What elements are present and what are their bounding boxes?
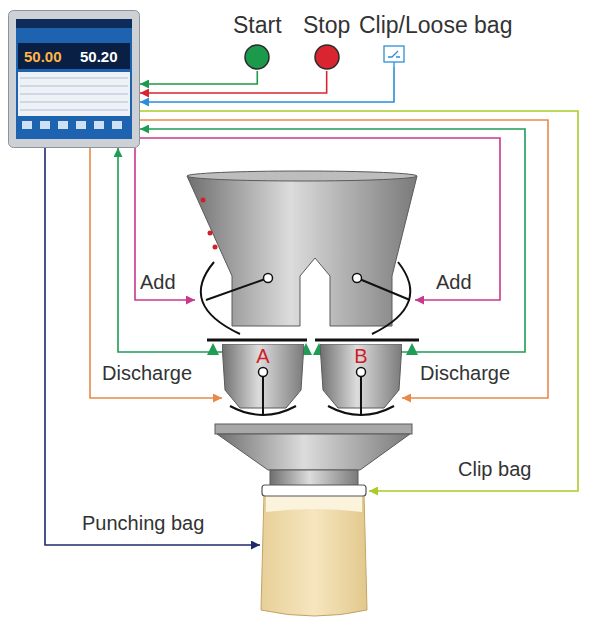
switch-body xyxy=(384,46,404,62)
discharge-gate-arm xyxy=(262,372,264,414)
add-gate-arm xyxy=(206,278,268,300)
discharge-signal xyxy=(140,120,548,398)
stop-button: Stop xyxy=(300,12,353,71)
signal-label: Clip bag xyxy=(458,458,531,481)
toggle-switch xyxy=(383,45,405,67)
screen-header xyxy=(16,19,132,28)
weigh-hopper-body xyxy=(320,344,402,420)
table-row xyxy=(20,86,128,87)
hopper-rim xyxy=(187,171,417,181)
push-button xyxy=(243,43,271,71)
hopper-letter: B xyxy=(320,345,402,367)
button-label: Start xyxy=(233,12,282,39)
weight-signal xyxy=(118,148,222,352)
signal-label: Add xyxy=(140,271,176,294)
screen-icon xyxy=(22,121,32,129)
panel-bezel xyxy=(9,11,140,148)
support-bar xyxy=(207,339,307,342)
bag-top xyxy=(266,496,362,512)
switch-label: Clip/Loose bag xyxy=(359,12,512,39)
hopper-shell xyxy=(320,344,402,408)
funnel-rim xyxy=(215,424,412,434)
support-bar xyxy=(315,339,419,342)
weigh-hopper-body xyxy=(222,344,304,420)
signal-label: Punching bag xyxy=(82,512,204,535)
weigh-hopper: B xyxy=(320,344,402,420)
load-cell xyxy=(313,343,325,355)
switch-lead xyxy=(393,62,394,67)
start-button: Start xyxy=(230,12,285,71)
add-gate-arm xyxy=(357,278,410,300)
discharge-gate-arc xyxy=(328,406,394,415)
table-row xyxy=(20,78,128,79)
controller-panel: 50.00 50.20 xyxy=(8,10,140,148)
clip-bag-wire xyxy=(140,111,578,491)
weight-reading: 50.20 xyxy=(80,48,118,66)
clip-switch: Clip/Loose bag xyxy=(356,12,515,67)
weight-signal xyxy=(140,129,525,352)
screen-icon xyxy=(94,121,104,129)
punching-bag-wire xyxy=(45,148,260,545)
discharge-gate-arm xyxy=(360,372,362,414)
add-signal-wire xyxy=(135,148,195,300)
add-signal-wire xyxy=(140,138,500,300)
load-cell xyxy=(207,343,219,355)
status-table xyxy=(18,72,130,116)
discharge-gate-arc xyxy=(230,406,296,415)
panel-screen xyxy=(16,19,132,139)
gate-pivot xyxy=(264,274,273,283)
button-label: Stop xyxy=(303,12,350,39)
table-row xyxy=(20,110,128,111)
edge-label: Discharge xyxy=(100,362,194,385)
button-cap xyxy=(245,45,269,69)
red-dot xyxy=(201,198,206,203)
switch-contact xyxy=(388,51,400,57)
feed-hopper xyxy=(187,176,417,326)
panel-frame xyxy=(8,10,140,148)
screen-icon xyxy=(112,121,122,129)
weight-reading: 50.00 xyxy=(24,48,62,66)
start-signal xyxy=(140,71,257,84)
hopper-shell xyxy=(222,344,304,408)
red-dot xyxy=(213,245,218,250)
table-row xyxy=(20,94,128,95)
load-cell xyxy=(406,343,418,355)
screen-icon xyxy=(40,121,50,129)
load-cell xyxy=(300,343,312,355)
weigh-hopper: A xyxy=(222,344,304,420)
add-gate-arc xyxy=(201,262,240,334)
gate-pivot xyxy=(259,368,268,377)
weight-display xyxy=(18,43,130,69)
gate-pivot xyxy=(357,368,366,377)
gate-pivot xyxy=(353,274,362,283)
bag xyxy=(261,494,367,616)
edge-label: Discharge xyxy=(418,362,512,385)
button-cap xyxy=(315,45,339,69)
table-row xyxy=(20,102,128,103)
discharge-signal xyxy=(90,148,222,398)
bag-clamp xyxy=(262,485,366,496)
screen-icon xyxy=(58,121,68,129)
hopper-letter: A xyxy=(222,345,304,367)
push-button xyxy=(313,43,341,71)
screen-icon xyxy=(76,121,86,129)
signal-label: Add xyxy=(436,271,472,294)
stop-signal xyxy=(140,71,327,93)
red-dot xyxy=(208,231,213,236)
clip-switch-signal xyxy=(140,67,394,102)
discharge-funnel xyxy=(217,434,410,470)
